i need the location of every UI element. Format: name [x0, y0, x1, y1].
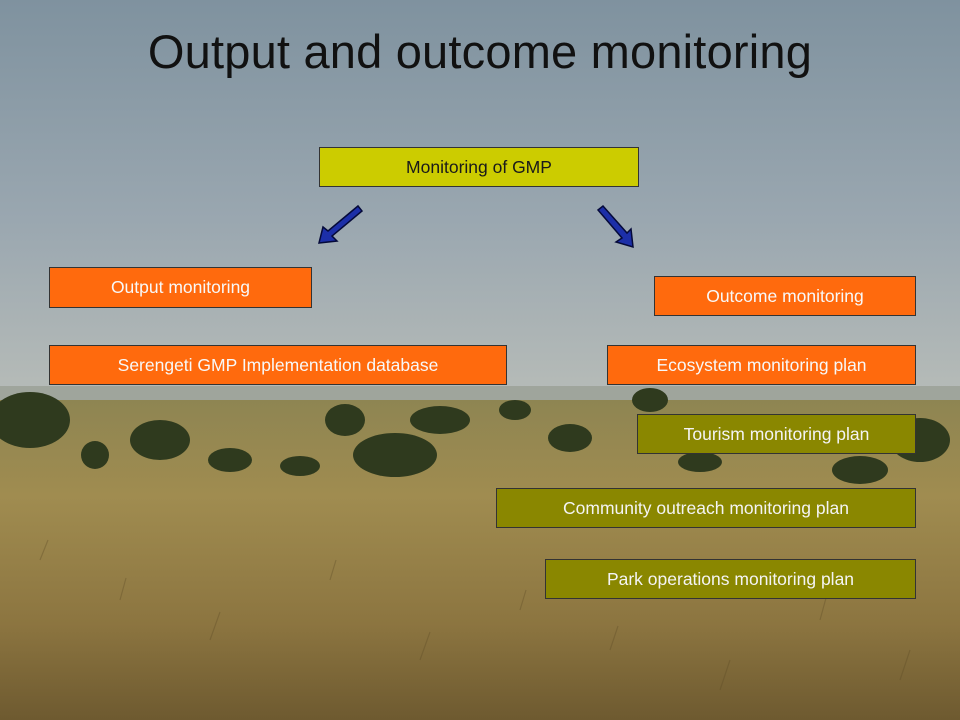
- left-item-box: Serengeti GMP Implementation database: [49, 345, 507, 385]
- right-item-box-tourism: Tourism monitoring plan: [637, 414, 916, 454]
- right-item-label: Ecosystem monitoring plan: [656, 354, 867, 375]
- right-item-label: Community outreach monitoring plan: [563, 497, 849, 518]
- right-item-box-community: Community outreach monitoring plan: [496, 488, 916, 528]
- arrow-right-down-icon: [596, 204, 634, 249]
- right-item-label: Park operations monitoring plan: [606, 568, 855, 589]
- root-box-monitoring-of-gmp: Monitoring of GMP: [319, 147, 639, 187]
- arrow-left-down-icon: [318, 204, 364, 244]
- slide-title: Output and outcome monitoring: [147, 25, 813, 78]
- output-monitoring-box: Output monitoring: [49, 267, 312, 308]
- left-item-label: Serengeti GMP Implementation database: [117, 354, 439, 375]
- outcome-monitoring-box: Outcome monitoring: [654, 276, 916, 316]
- root-box-label: Monitoring of GMP: [406, 156, 552, 177]
- right-item-label: Tourism monitoring plan: [683, 423, 870, 444]
- right-item-box-ecosystem: Ecosystem monitoring plan: [607, 345, 916, 385]
- outcome-monitoring-label: Outcome monitoring: [706, 285, 864, 306]
- right-item-box-park-operations: Park operations monitoring plan: [545, 559, 916, 599]
- output-monitoring-label: Output monitoring: [110, 277, 251, 297]
